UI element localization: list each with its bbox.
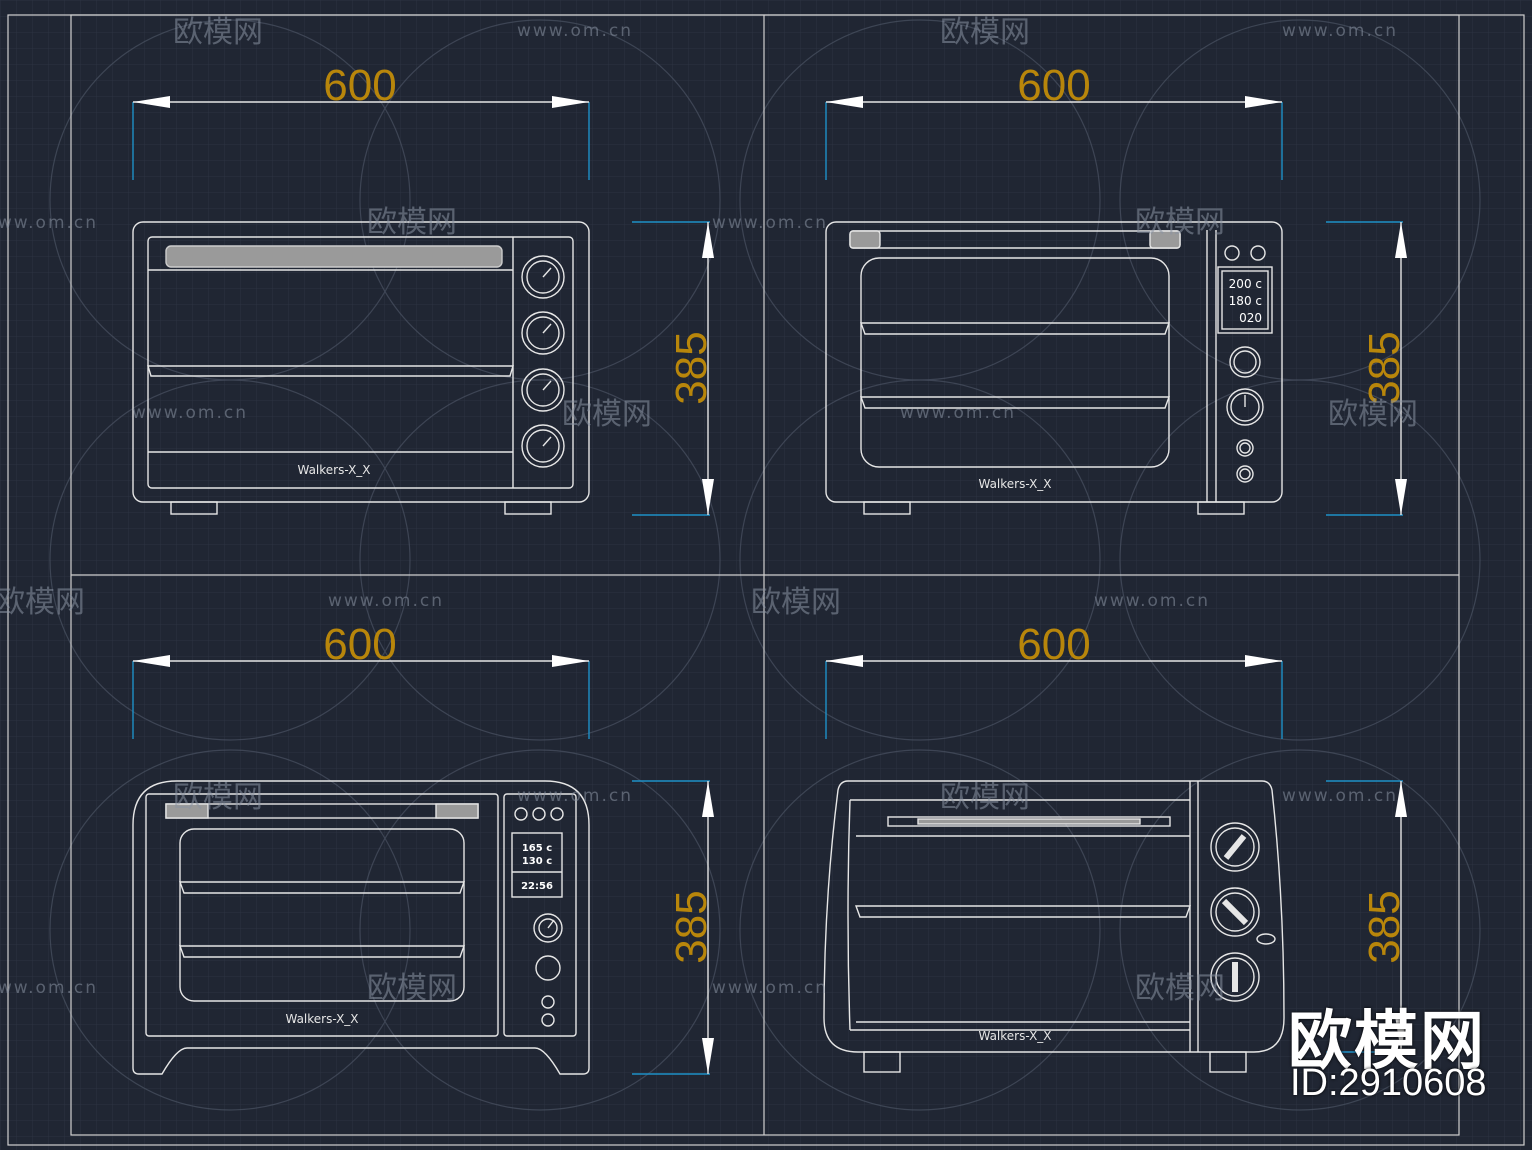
- watermark-url: www.om.cn: [328, 591, 444, 611]
- height-dimension: 385: [632, 780, 716, 1075]
- watermark-logo: 欧模网: [173, 15, 263, 50]
- watermark-logo: 欧模网: [0, 585, 85, 620]
- watermark-logo: 欧模网: [940, 780, 1030, 815]
- width-dimension: 600: [825, 61, 1283, 180]
- watermark-logo: 欧模网: [1328, 397, 1418, 432]
- brand-label: Walkers-X_X: [978, 1029, 1051, 1043]
- watermark-logo: 欧模网: [1135, 971, 1225, 1006]
- watermark-logo: 欧模网: [173, 780, 263, 815]
- width-label: 600: [1017, 620, 1090, 669]
- height-label: 385: [1360, 890, 1409, 963]
- watermark-url: www.om.cn: [132, 403, 248, 423]
- watermark-url: www.om.cn: [517, 21, 633, 41]
- width-dimension: 600: [132, 61, 590, 180]
- panel-2: 600 385: [825, 61, 1409, 516]
- width-label: 600: [323, 620, 396, 669]
- oven-front-view: [132, 221, 590, 515]
- height-dimension: 385: [632, 221, 716, 516]
- height-dimension: 385: [1326, 780, 1409, 1053]
- watermark-url: www.om.cn: [1094, 591, 1210, 611]
- watermark-logo: 欧模网: [562, 397, 652, 432]
- panel-3: 600 385 165: [132, 620, 716, 1075]
- watermark-url: www.om.cn: [0, 213, 98, 233]
- width-label: 600: [1017, 61, 1090, 110]
- brand-label: Walkers-X_X: [978, 477, 1051, 491]
- watermark-circles: [49, 19, 1481, 1111]
- watermark-url: www.om.cn: [712, 978, 828, 998]
- watermark-url: www.om.cn: [517, 786, 633, 806]
- oven-front-view: [825, 221, 1283, 515]
- width-dimension: 600: [132, 620, 590, 739]
- width-label: 600: [323, 61, 396, 110]
- badge-logo: 欧模网: [1288, 1005, 1486, 1079]
- watermark-logo: 欧模网: [367, 971, 457, 1006]
- watermark-logo: 欧模网: [367, 205, 457, 240]
- oven-front-view: [132, 780, 590, 1075]
- width-dimension: 600: [825, 620, 1283, 739]
- watermark-url: www.om.cn: [0, 978, 98, 998]
- badge-id: ID:2910608: [1290, 1062, 1487, 1104]
- display-line-1: 200 c: [1229, 277, 1262, 291]
- display-line-3: 020: [1239, 311, 1262, 325]
- display-line-1: 165 c: [522, 843, 552, 854]
- display-line-2: 180 c: [1229, 294, 1262, 308]
- drawing-frame: [7, 14, 1525, 1146]
- height-label: 385: [667, 331, 716, 404]
- watermark-logo: 欧模网: [1135, 205, 1225, 240]
- panel-1: 600 385: [132, 61, 716, 516]
- height-dimension: 385: [1326, 221, 1409, 516]
- display-clock: 22:56: [521, 881, 553, 892]
- watermark-url: www.om.cn: [1282, 786, 1398, 806]
- panel-4: 600 385: [823, 620, 1409, 1073]
- brand-label: Walkers-X_X: [297, 463, 370, 477]
- watermark-url: www.om.cn: [900, 403, 1016, 423]
- height-label: 385: [667, 890, 716, 963]
- watermark-url: www.om.cn: [1282, 21, 1398, 41]
- watermark-url: www.om.cn: [712, 213, 828, 233]
- brand-label: Walkers-X_X: [285, 1012, 358, 1026]
- watermarks: www.om.cn www.om.cn www.om.cn www.om.cn …: [0, 15, 1418, 1006]
- watermark-logo: 欧模网: [940, 15, 1030, 50]
- oven-front-view: [823, 780, 1285, 1073]
- height-label: 385: [1360, 331, 1409, 404]
- watermark-logo: 欧模网: [751, 585, 841, 620]
- display-line-2: 130 c: [522, 856, 552, 867]
